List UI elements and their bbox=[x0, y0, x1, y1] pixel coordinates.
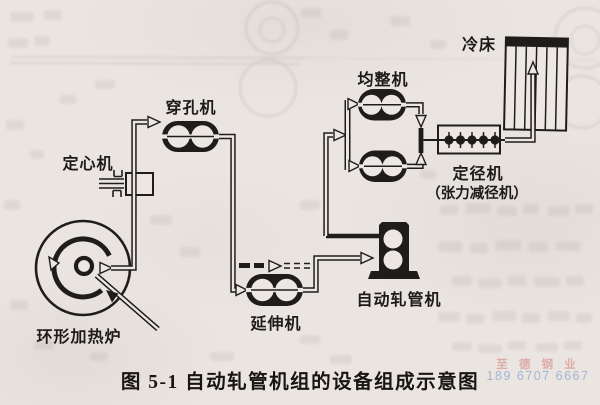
flow-arrow-icon bbox=[235, 283, 249, 297]
ring-furnace-symbol bbox=[34, 219, 160, 332]
path-elongator-to-mill bbox=[303, 251, 375, 293]
piercer-symbol bbox=[162, 121, 219, 152]
charge-arrow-icon bbox=[106, 290, 119, 303]
ring-furnace-label: 环形加热炉 bbox=[36, 329, 122, 346]
reeler-label: 均整机 bbox=[357, 72, 409, 89]
watermark-company: 至 德 钢 业 bbox=[496, 359, 580, 371]
flow-arrow-icon bbox=[333, 128, 348, 142]
flow-arrow-icon bbox=[347, 97, 361, 111]
cooling-bed-label: 冷床 bbox=[461, 37, 497, 54]
flow-arrow-icon bbox=[360, 251, 375, 265]
flow-arrow-icon bbox=[526, 60, 540, 75]
path-furnace-to-piercer bbox=[99, 115, 162, 275]
elongator-label: 延伸机 bbox=[250, 316, 302, 333]
centering-machine-symbol bbox=[99, 170, 154, 197]
transfer-arrow-icon bbox=[268, 259, 283, 273]
sizer-alt-label: （张力减径机） bbox=[426, 186, 528, 202]
reeler-group-symbol bbox=[344, 89, 428, 182]
flow-arrow-icon bbox=[147, 115, 162, 129]
piercer-label: 穿孔机 bbox=[165, 100, 217, 117]
flow-arrow-icon bbox=[414, 151, 428, 166]
flow-arrow-icon bbox=[99, 261, 114, 275]
watermark-phone: 189 6707 6667 bbox=[486, 369, 590, 383]
cooling-bed-symbol bbox=[503, 36, 569, 132]
sizer-symbol bbox=[423, 124, 505, 155]
centering-machine-label: 定心机 bbox=[62, 156, 114, 173]
page-bleedthrough-text-blobs bbox=[4, 8, 593, 364]
figure-caption: 图 5-1 自动轧管机组的设备组成示意图 bbox=[120, 372, 480, 393]
sizer-label: 定径机 bbox=[452, 166, 504, 183]
path-piercer-to-elongator bbox=[219, 133, 316, 297]
flow-arrow-icon bbox=[348, 159, 362, 173]
page-bleedthrough-decor bbox=[9, 0, 600, 130]
path-sizer-to-cooling-bed bbox=[505, 60, 540, 143]
elongator-symbol bbox=[246, 274, 303, 306]
flow-arrow-icon bbox=[414, 114, 428, 129]
auto-pipe-mill-symbol bbox=[323, 128, 420, 279]
furnace-rotation-arrow-icon bbox=[48, 255, 61, 272]
auto-pipe-mill-label: 自动轧管机 bbox=[356, 292, 442, 309]
